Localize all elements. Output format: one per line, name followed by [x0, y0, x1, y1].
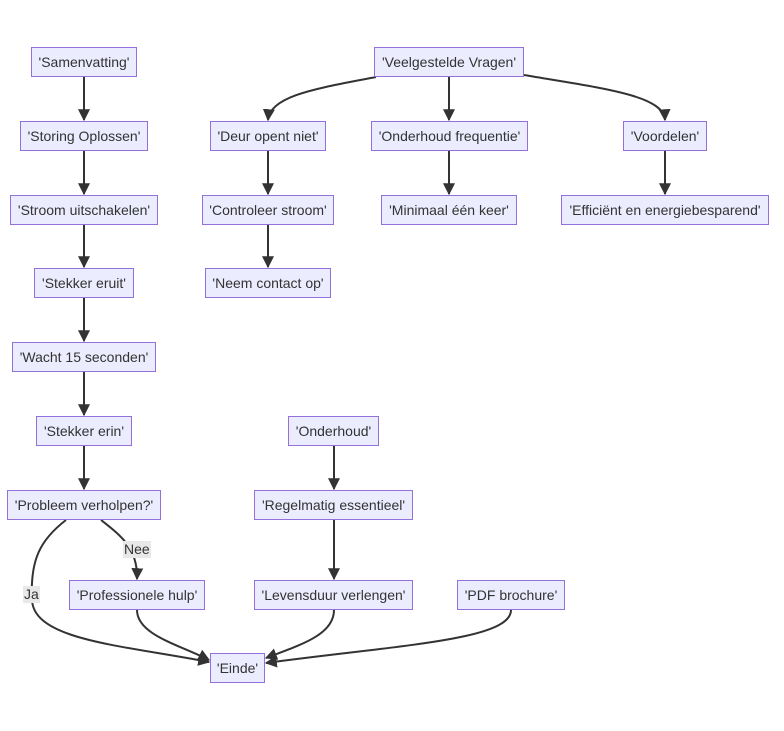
edge-faq-voordelen — [523, 74, 671, 122]
node-wacht: 'Wacht 15 seconden' — [12, 342, 156, 372]
node-stroom: 'Stroom uitschakelen' — [10, 195, 158, 225]
edge-hulp-einde — [136, 609, 211, 661]
node-minimaal: 'Minimaal één keer' — [381, 195, 517, 225]
node-controleer: 'Controleer stroom' — [202, 195, 334, 225]
node-hulp: 'Professionele hulp' — [69, 580, 205, 610]
node-einde: 'Einde' — [210, 653, 265, 683]
node-eruit: 'Stekker eruit' — [34, 268, 134, 298]
node-onderhoud: 'Onderhoud' — [288, 416, 379, 446]
edge-levensduur-einde — [264, 609, 335, 660]
edge-label-nee: Nee — [123, 541, 151, 558]
edge-faq-deur — [262, 76, 377, 122]
node-samenvatting: 'Samenvatting' — [31, 47, 137, 77]
edge-pdf-einde — [264, 609, 512, 668]
node-storing: 'Storing Oplossen' — [20, 121, 148, 151]
node-erin: 'Stekker erin' — [36, 416, 132, 446]
node-pdf: 'PDF brochure' — [457, 580, 565, 610]
node-voordelen: 'Voordelen' — [623, 121, 707, 151]
node-deur: 'Deur opent niet' — [210, 121, 326, 151]
node-probleem: 'Probleem verholpen?' — [7, 490, 161, 520]
node-efficient: 'Efficiënt en energiebesparend' — [561, 195, 769, 225]
node-levensduur: 'Levensduur verlengen' — [254, 580, 413, 610]
edge-probleem-einde — [30, 519, 211, 666]
node-contact: 'Neem contact op' — [205, 268, 331, 298]
node-regelmatig: 'Regelmatig essentieel' — [254, 490, 413, 520]
node-frequentie: 'Onderhoud frequentie' — [371, 121, 528, 151]
edge-label-ja: Ja — [23, 586, 40, 603]
node-faq: 'Veelgestelde Vragen' — [374, 47, 524, 77]
